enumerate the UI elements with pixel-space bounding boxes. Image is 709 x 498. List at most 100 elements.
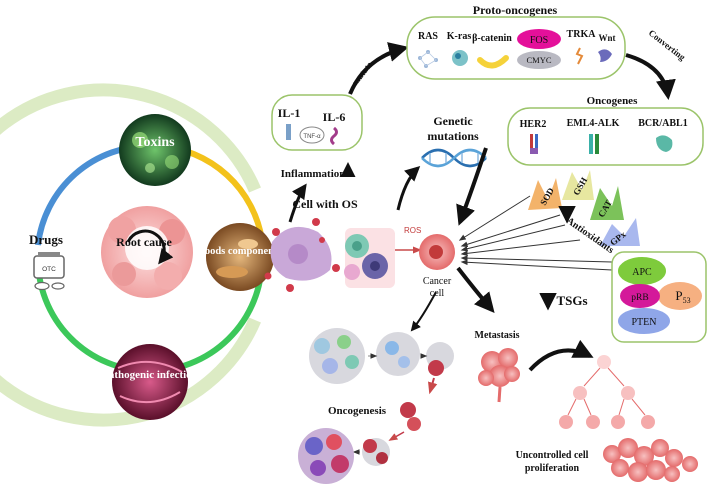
cell-with-os-group: Cell with OS ROS [264,197,421,292]
metastasis-to-proliferation-arrow [528,339,594,372]
tsg-arrow [460,259,613,271]
cancer-cell-group: Cancer cell [419,234,455,299]
ras-network-icon [418,50,438,68]
proliferation-branches [567,367,646,416]
antioxidant-arrow [460,224,566,252]
eml4-alk-icon [589,134,599,154]
trka-label: TRKA [567,29,597,40]
inflammation-group: IL-1 IL-6 TNF-α Inflammation [271,94,363,180]
prb-label: pRB [631,293,648,303]
bcatenin-label: β-catenin [472,33,512,44]
p53-label: P53 [675,288,690,305]
mutate-label: mutate [350,60,375,87]
converting-label: Converting [647,28,688,63]
root-cause-label: Root cause [116,235,172,249]
root-cause-node: Root cause [101,206,193,298]
proliferation-mass [603,438,698,482]
tumor-stage-2 [376,332,420,376]
tsg-arrow [460,255,613,263]
antioxidant-arrow [460,239,581,257]
proto-box [406,16,626,80]
tsg-group: TSGs APC P53 pRB PTEN [539,251,707,343]
toxins-label: Toxins [135,135,175,150]
p53-ellipse [658,282,702,310]
cmyc-label: CMYC [526,55,551,65]
foods-node: Foods components [198,223,282,291]
inflammation-label: Inflammation [281,168,346,180]
bcatenin-icon [477,55,509,69]
metastasis-group: Metastasis [456,266,594,403]
il1-receptor-icon [286,124,291,140]
drugs-label: Drugs [29,232,63,247]
mutate-arrow [348,42,409,95]
eml4-label: EML4-ALK [567,118,620,129]
os-to-genetic-arrow [396,165,421,211]
apc-label: APC [632,267,652,278]
her2-receptor-icon [530,134,538,154]
tumor-stage-1 [309,328,365,384]
gpx-burst [600,218,640,246]
cat-burst [590,186,624,220]
pten-label: PTEN [632,317,657,328]
bcr-label: BCR/ABL1 [638,118,687,129]
oncogenesis-group: Oncogenesis [298,291,454,484]
stage3-arrow [428,377,438,395]
foods-label: Foods components [198,246,281,257]
cancer-cell-label-line2: cell [430,288,445,299]
metastasis-cluster [478,348,520,403]
cell-pink [344,264,360,280]
kras-label: K-ras [447,31,472,42]
toxins-image [119,114,191,186]
tumor-stage-4 [400,402,421,431]
oncogenes-group: Oncogenes HER2 EML4-ALK BCR/ABL1 [507,95,704,166]
cell-os-label: Cell with OS [292,197,358,211]
ros-label: ROS [404,226,421,235]
oncogenesis-label: Oncogenesis [328,405,387,417]
genetic-mutations-group: Genetic mutations [421,114,487,168]
il6-label: IL-6 [323,110,346,124]
pten-ellipse [618,308,670,334]
tnf-icon [299,126,325,144]
cancer-to-metastasis-arrow [456,266,495,314]
pill-icon [51,282,65,290]
fos-label: FOS [530,35,548,46]
ras-label: RAS [418,31,438,42]
oncogenes-box [507,107,704,166]
pathogenic-image [112,344,188,420]
wnt-label: Wnt [598,33,615,43]
gsh-burst [562,170,594,200]
wnt-icon [598,49,612,62]
foods-image [206,223,274,291]
tsg-label: TSGs [556,293,587,308]
il1-label: IL-1 [278,106,301,120]
pill-icon [34,281,50,291]
antioxidant-arrow [460,214,561,247]
prb-ellipse [620,284,660,308]
genetic-label-line1: Genetic [433,114,473,128]
tnf-label: TNF-α [303,134,321,140]
drugs-node: Drugs OTC [29,232,65,291]
inflammation-box [271,94,363,151]
dna-icon [421,148,487,168]
tumor-stage-5 [362,438,390,466]
bcr-abl1-icon [656,135,673,152]
metastasis-label: Metastasis [475,330,520,341]
genetic-label-line2: mutations [427,129,479,143]
trka-icon [575,47,584,65]
toxins-node: Toxins [119,114,191,186]
cancer-cell-label-line1: Cancer [423,276,452,287]
pathogenic-label: Pathogenic infection [102,369,198,381]
cause-cycle: Toxins Root cause Foods components Patho… [0,83,282,427]
sod-burst [528,178,562,210]
fos-ellipse [517,29,561,49]
genetic-to-cancer-arrow [456,147,488,226]
oncogenes-title: Oncogenes [587,95,638,107]
stage4-arrow [388,431,405,441]
cycle-arrow-icon [126,229,174,265]
her2-label: HER2 [520,119,547,130]
pathogenic-node: Pathogenic infection [102,344,198,420]
ros-burst-icons [264,218,340,292]
tumor-stage-3 [426,342,454,376]
cancer-to-oncogenesis-arrow [410,291,437,332]
